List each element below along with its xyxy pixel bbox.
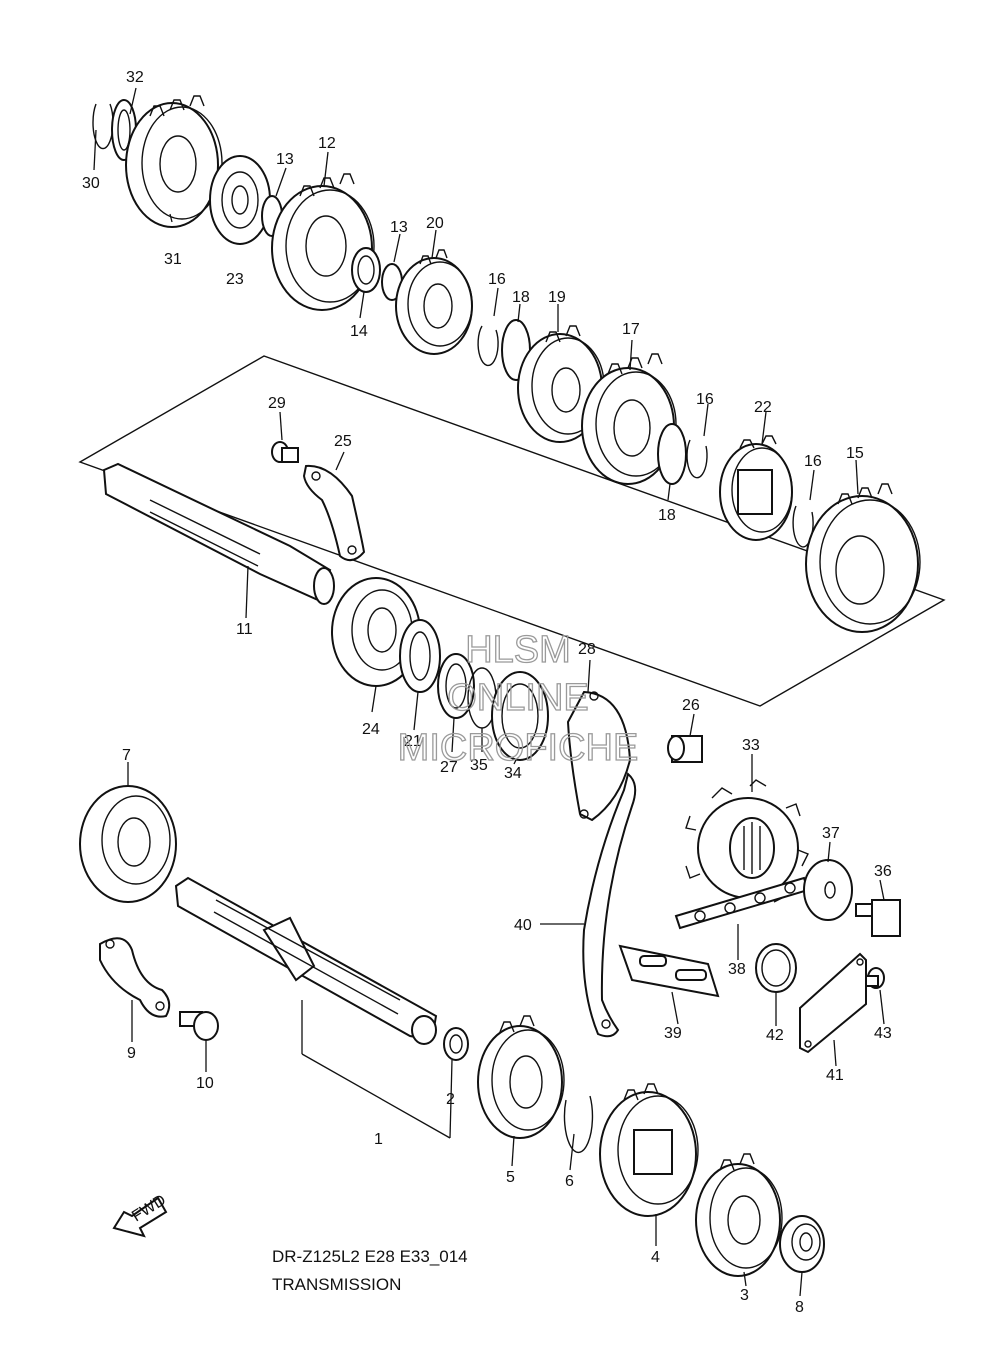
gear-20 (395, 249, 473, 355)
screw-10 (179, 1011, 219, 1041)
countershaft-assembly-frame (78, 355, 946, 707)
callout-16-lower: 16 (804, 453, 822, 470)
chain-joint-39 (618, 944, 720, 998)
gear-15 (805, 483, 921, 633)
callout-38: 38 (728, 961, 746, 978)
callout-23: 23 (226, 271, 244, 288)
callout-2: 2 (446, 1091, 455, 1108)
diagram-title: TRANSMISSION (272, 1275, 401, 1294)
bolt-26 (667, 735, 703, 763)
chain-guide-40 (582, 772, 637, 1038)
circlip-16-lower (792, 505, 814, 548)
callout-22: 22 (754, 399, 772, 416)
callout-30: 30 (82, 175, 100, 192)
callout-6: 6 (565, 1173, 574, 1190)
callout-19: 19 (548, 289, 566, 306)
callout-40: 40 (514, 917, 532, 934)
callout-42: 42 (766, 1027, 784, 1044)
callout-18-upper: 18 (512, 289, 530, 306)
callout-16-upper: 16 (488, 271, 506, 288)
callout-41: 41 (826, 1067, 844, 1084)
callout-4: 4 (651, 1249, 660, 1266)
screw-43 (865, 967, 885, 989)
circlip-16-middle (686, 439, 708, 479)
callout-13-upper: 13 (276, 151, 294, 168)
callout-31: 31 (164, 251, 182, 268)
gear-5 (477, 1015, 565, 1139)
callout-28: 28 (578, 641, 596, 658)
callout-13-lower: 13 (390, 219, 408, 236)
gear-4 (599, 1083, 699, 1217)
callout-15: 15 (846, 445, 864, 462)
watermark-line-1: HLSM (465, 629, 571, 671)
spacer-34 (491, 671, 549, 761)
circlip-16-upper (477, 325, 499, 367)
callout-39: 39 (664, 1025, 682, 1042)
callout-32: 32 (126, 69, 144, 86)
callout-1: 1 (374, 1131, 383, 1148)
callout-34: 34 (504, 765, 522, 782)
bearing-7 (79, 785, 177, 903)
needle-bearing-14 (351, 247, 381, 293)
stopper-25 (302, 464, 366, 562)
oil-seal-27 (437, 653, 475, 719)
callout-37: 37 (822, 825, 840, 842)
callout-20: 20 (426, 215, 444, 232)
callout-43: 43 (874, 1025, 892, 1042)
callout-26: 26 (682, 697, 700, 714)
watermark: HLSM ONLINE MICROFICHE (397, 628, 639, 769)
gear-17 (581, 353, 677, 485)
gear-3 (695, 1153, 783, 1277)
callout-25: 25 (334, 433, 352, 450)
leader-lines (93, 87, 885, 1297)
diagram-model-code: DR-Z125L2 E28 E33_014 (272, 1247, 468, 1266)
callout-17: 17 (622, 321, 640, 338)
gear-12 (271, 173, 375, 311)
callout-27: 27 (440, 759, 458, 776)
callout-7: 7 (122, 747, 131, 764)
callout-24: 24 (362, 721, 380, 738)
fwd-arrow-icon: FWD (112, 1192, 169, 1238)
gear-19 (517, 325, 605, 443)
washer-18-lower (657, 423, 687, 485)
stopper-9 (99, 937, 171, 1018)
watermark-line-2: ONLINE (447, 677, 588, 719)
driveshaft-1 (174, 876, 438, 1045)
cover-41 (799, 952, 867, 1054)
screw-29 (271, 441, 299, 463)
gear-31 (125, 95, 223, 228)
callout-36: 36 (874, 863, 892, 880)
callout-9: 9 (127, 1045, 136, 1062)
callout-16-middle: 16 (696, 391, 714, 408)
bearing-8 (779, 1215, 825, 1273)
watermark-line-3: MICROFICHE (398, 727, 639, 769)
callout-21: 21 (404, 733, 422, 750)
callout-12: 12 (318, 135, 336, 152)
washer-37 (803, 859, 853, 921)
callout-8: 8 (795, 1299, 804, 1316)
callout-35: 35 (470, 757, 488, 774)
callout-29: 29 (268, 395, 286, 412)
o-ring-42 (755, 943, 797, 993)
countershaft-11 (102, 462, 335, 605)
sprocket-33 (685, 779, 809, 909)
callout-labels: 1 2 3 4 5 6 7 8 9 10 11 12 13 13 14 15 1… (82, 69, 892, 1316)
callout-33: 33 (742, 737, 760, 754)
bolt-36 (855, 899, 901, 937)
callout-18-lower: 18 (658, 507, 676, 524)
gear-22 (719, 435, 793, 541)
callout-11: 11 (236, 621, 253, 638)
retainer-28 (566, 690, 632, 822)
bushing-2 (443, 1027, 469, 1061)
callout-10: 10 (196, 1075, 214, 1092)
callout-3: 3 (740, 1287, 749, 1304)
washer-21 (399, 619, 441, 693)
callout-14: 14 (350, 323, 368, 340)
callout-5: 5 (506, 1169, 515, 1186)
circlip-6 (563, 1095, 594, 1154)
bearing-23 (209, 155, 271, 245)
